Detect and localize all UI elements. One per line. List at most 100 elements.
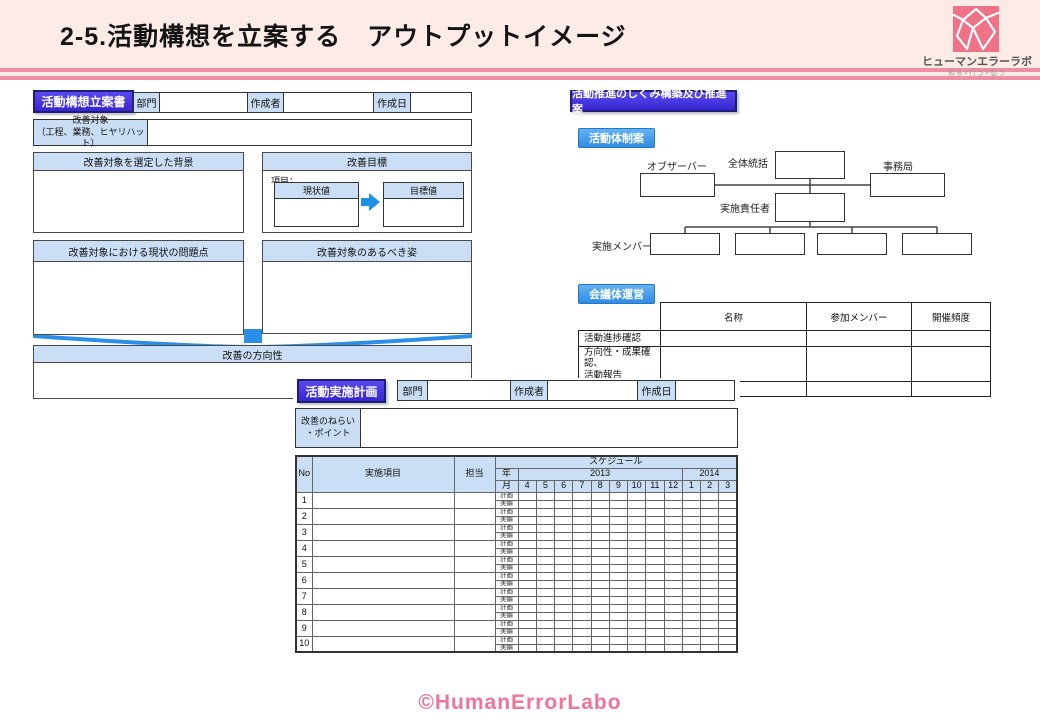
schedule-month: 12 [663,479,683,493]
schedule-cell [572,571,592,581]
schedule-cell [517,515,537,525]
schedule-cell [517,595,537,605]
schedule-cell [718,547,738,557]
schedule-cell [590,627,610,637]
schedule-cell [590,611,610,621]
date-label: 作成日 [638,381,676,400]
schedule-subrow-label: 実績 [494,595,519,605]
schedule-owner-cell [453,539,496,557]
schedule-cell [645,611,665,621]
schedule-owner-header: 担当 [453,455,496,493]
schedule-cell [681,547,702,557]
org-label-office: 事務局 [883,162,913,173]
schedule-cell [663,499,683,509]
schedule-cell [535,603,556,613]
schedule-cell [608,643,629,653]
schedule-cell [699,499,720,509]
schedule-cell [626,603,647,613]
meeting-cell [806,330,912,347]
schedule-cell [553,635,574,645]
schedule-cell [590,507,610,517]
schedule-cell [718,539,738,549]
schedule-cell [718,563,738,573]
schedule-subrow-label: 計画 [494,491,519,501]
schedule-cell [681,579,702,589]
schedule-owner-cell [453,587,496,605]
meeting-col-members: 参加メンバー [806,302,912,331]
schedule-cell [608,499,629,509]
schedule-cell [663,635,683,645]
schedule-cell [718,523,738,533]
meeting-cell [660,330,807,347]
schedule-month: 11 [645,479,665,493]
schedule-cell [517,627,537,637]
schedule-cell [681,643,702,653]
schedule-cell [626,571,647,581]
org-box-overall [775,151,845,179]
schedule-cell [663,643,683,653]
schedule-cell [718,603,738,613]
aim-label: 改善のねらい ・ポイント [296,409,361,447]
meeting-row-label: 方向性・成果確認、 活動報告 [578,345,661,383]
schedule-subrow-label: 実績 [494,563,519,573]
schedule-cell [553,507,574,517]
schedule-owner-cell [453,571,496,589]
schedule-cell [590,595,610,605]
schedule-cell [608,595,629,605]
schedule-cell [535,563,556,573]
schedule-item-cell [311,587,455,605]
schedule-cell [608,587,629,597]
org-label-leader: 実施責任者 [720,204,770,215]
schedule-month: 9 [608,479,629,493]
schedule-cell [718,531,738,541]
schedule-cell [718,643,738,653]
schedule-cell [626,611,647,621]
schedule-cell [718,635,738,645]
schedule-cell [590,571,610,581]
schedule-subrow-label: 実績 [494,531,519,541]
schedule-cell [681,491,702,501]
schedule-cell [681,603,702,613]
divider-stripe-gap [0,72,1040,76]
schedule-cell [535,595,556,605]
schedule-cell [535,579,556,589]
problem-box-title: 改善対象における現状の問題点 [34,241,243,262]
schedule-cell [699,635,720,645]
schedule-cell [718,619,738,629]
schedule-row-number: 8 [295,603,313,621]
schedule-cell [553,611,574,621]
ideal-box-title: 改善対象のあるべき姿 [263,241,471,262]
schedule-cell [663,619,683,629]
schedule-cell [590,539,610,549]
schedule-cell [517,539,537,549]
schedule-cell [572,539,592,549]
schedule-cell [517,571,537,581]
schedule-cell [572,603,592,613]
meeting-col-name: 名称 [660,302,807,331]
schedule-owner-cell [453,523,496,541]
schedule-cell [608,523,629,533]
schedule-owner-cell [453,603,496,621]
schedule-row-number: 9 [295,619,313,637]
schedule-cell [535,523,556,533]
schedule-item-cell [311,491,455,509]
schedule-cell [572,635,592,645]
schedule-cell [645,579,665,589]
schedule-cell [645,619,665,629]
schedule-cell [626,507,647,517]
schedule-cell [535,515,556,525]
schedule-cell [718,595,738,605]
schedule-cell [517,523,537,533]
schedule-cell [681,515,702,525]
page-title: 2-5.活動構想を立案する アウトプットイメージ [60,23,627,51]
schedule-cell [535,627,556,637]
schedule-cell [663,507,683,517]
ideal-box: 改善対象のあるべき姿 [262,240,472,334]
target-value-label: 目標値 [384,183,463,199]
schedule-cell [645,515,665,525]
schedule-cell [626,627,647,637]
schedule-cell [572,579,592,589]
